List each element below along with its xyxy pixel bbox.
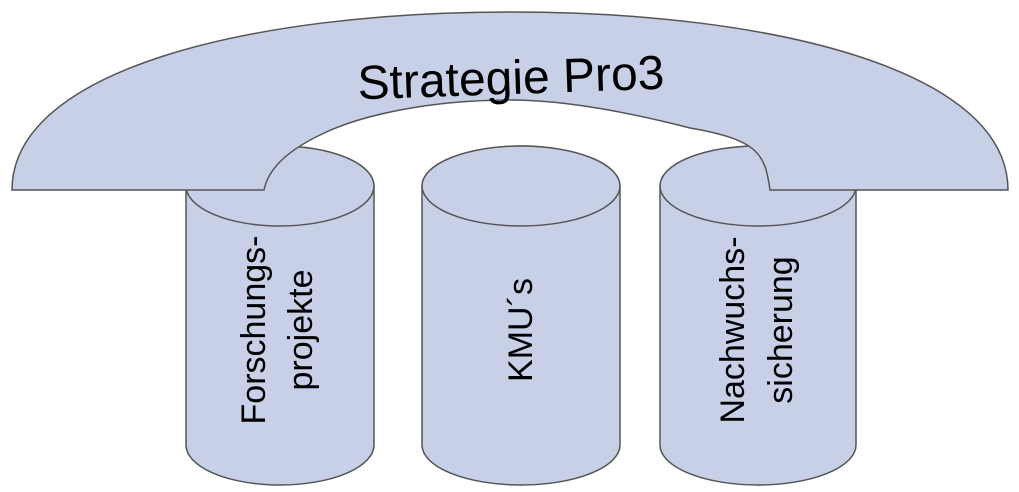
pillar-kmus: KMU´s [421,145,621,486]
pillar-label-line1: KMU´s [502,278,540,382]
strategy-arch: Strategie Pro3 [11,11,1009,191]
pillar-label-line2: projekte [282,270,320,391]
arch-shape [11,11,1009,191]
pillar-nachwuchssicherung: Nachwuchs- sicherung [659,145,857,486]
pillar-label-line1: Forschungs- [235,236,273,425]
arch-title: Strategie Pro3 [357,47,666,111]
pillar-label-line1: Nachwuchs- [714,236,752,423]
pillar-top [421,145,621,227]
pillar-forschungsprojekte: Forschungs- projekte [185,145,375,486]
pillar-label-line2: sicherung [762,256,800,403]
